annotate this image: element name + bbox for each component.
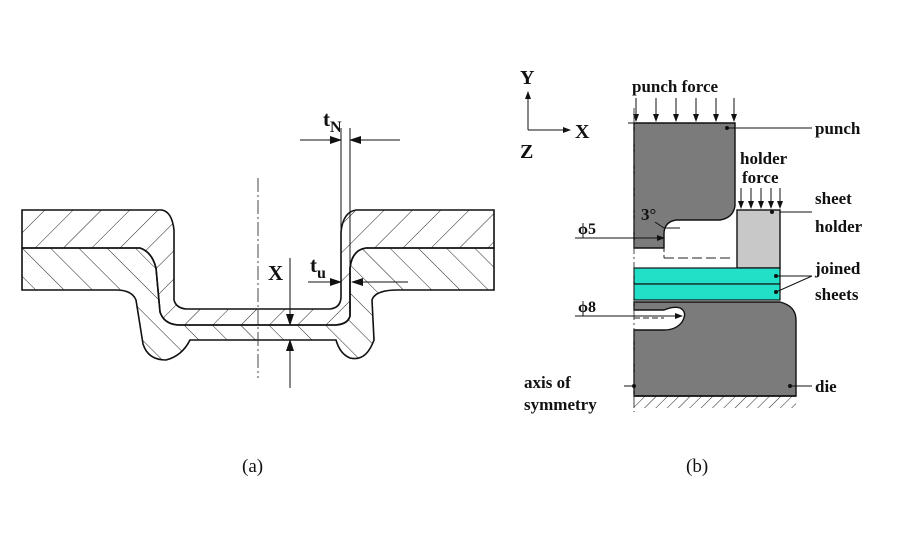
axis-x-label: X <box>575 121 590 143</box>
axis-y-label: Y <box>520 67 535 89</box>
label-sheet-holder-1: sheet <box>815 189 852 208</box>
caption-a: (a) <box>242 456 263 477</box>
die <box>633 301 797 397</box>
label-angle: 3° <box>641 205 656 224</box>
holder-force-arrows <box>738 188 783 209</box>
label-punch-force: punch force <box>632 77 719 96</box>
caption-b: (b) <box>686 456 708 477</box>
dim-tn-label: tN <box>323 107 342 136</box>
label-die: die <box>815 377 837 396</box>
dim-tu-sub: u <box>317 265 326 282</box>
label-joined-1: joined <box>814 259 861 278</box>
dim-tu-t: t <box>310 253 317 277</box>
dim-tu-label: tu <box>310 253 326 282</box>
label-axis-2: symmetry <box>524 395 597 414</box>
panel-b-clinching-tool <box>525 91 813 412</box>
label-holder-force-2: force <box>742 168 779 187</box>
dim-x-label: X <box>268 261 283 285</box>
punch-force-arrows <box>633 98 737 122</box>
punch <box>633 122 736 249</box>
axis-z-label: Z <box>520 141 533 163</box>
panel-a-clinch-section <box>21 128 495 388</box>
label-sheet-holder-2: holder <box>815 217 863 236</box>
label-dia-8: ϕ8 <box>578 299 596 316</box>
joined-sheet-lower <box>633 283 781 301</box>
label-dia-5: ϕ5 <box>578 221 596 238</box>
joined-sheet-upper <box>633 267 781 285</box>
lower-sheet <box>21 247 495 361</box>
sheet-holder <box>736 209 781 269</box>
dim-tn-t: t <box>323 107 330 131</box>
label-joined-2: sheets <box>815 285 859 304</box>
label-punch: punch <box>815 119 861 138</box>
ground <box>634 396 796 408</box>
dim-tn-sub: N <box>330 119 342 136</box>
label-holder-force-1: holder <box>740 149 788 168</box>
label-axis-1: axis of <box>524 373 571 392</box>
